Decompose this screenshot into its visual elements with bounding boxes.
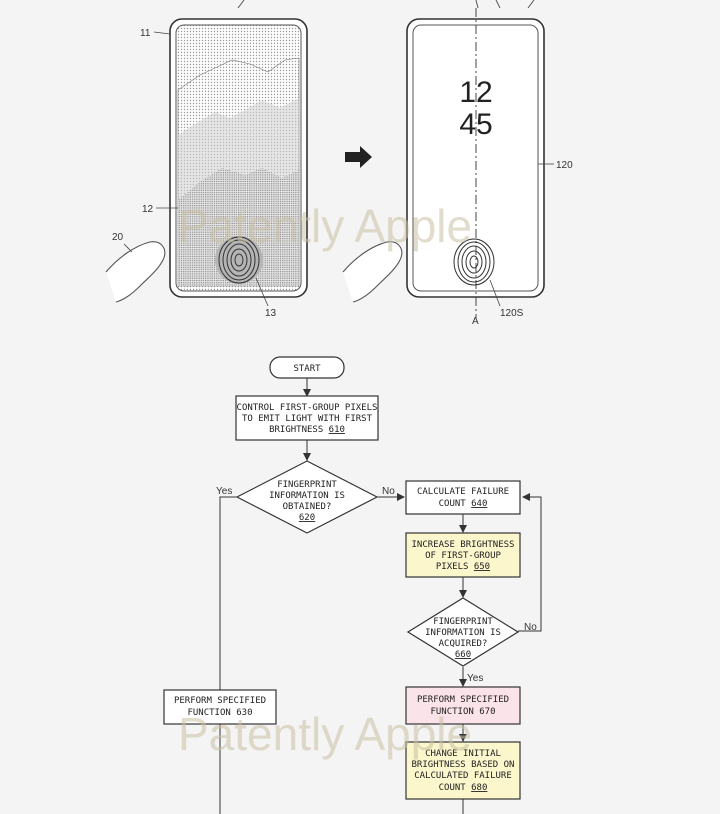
ref-660: 660 <box>455 650 471 660</box>
ref-610: 610 <box>329 425 345 435</box>
ref-640: 640 <box>471 499 487 509</box>
fingerprint-icon-right <box>453 238 495 286</box>
clock-hour: 12 <box>459 76 492 109</box>
top-leader-lines <box>237 0 535 9</box>
decision-620-line-2: INFORMATION IS <box>269 491 345 501</box>
decision-620-line-1: FINGERPRINT <box>277 480 337 490</box>
ref-670: 670 <box>479 707 495 717</box>
finger-right <box>342 241 403 303</box>
wallpaper-mountain-front <box>178 168 299 286</box>
step-640-line-1: CALCULATE FAILURE <box>417 487 509 497</box>
label-no-620: No <box>382 486 395 497</box>
step-630-line-1: PERFORM SPECIFIED <box>174 696 266 706</box>
fingerprint-icon-left <box>215 236 263 284</box>
step-630-box: PERFORM SPECIFIED FUNCTION 630 <box>163 689 277 725</box>
ref-120: 120 <box>556 160 573 171</box>
step-640-box: CALCULATE FAILURE COUNT 640 <box>405 480 521 515</box>
step-630-line-2: FUNCTION 630 <box>187 708 252 718</box>
left-phone <box>169 18 308 298</box>
decision-660-line-1: FINGERPRINT <box>433 617 493 627</box>
ref-650: 650 <box>474 562 490 572</box>
right-phone-refs: 120 120S A <box>472 160 573 327</box>
decision-620: FINGERPRINT INFORMATION IS OBTAINED? 620 <box>235 460 379 534</box>
step-680-line-4: COUNT 680 <box>439 783 488 793</box>
step-680-line-3: CALCULATED FAILURE <box>414 771 512 781</box>
decision-660-line-3: ACQUIRED? <box>439 639 488 649</box>
finger-left <box>105 241 166 303</box>
ref-620: 620 <box>299 513 315 523</box>
step-670-box: PERFORM SPECIFIED FUNCTION 670 <box>405 686 521 725</box>
step-670-line-2: FUNCTION 670 <box>430 707 495 717</box>
step-650-line-2: OF FIRST-GROUP <box>425 551 501 561</box>
step-650-box: INCREASE BRIGHTNESS OF FIRST-GROUP PIXEL… <box>405 532 521 578</box>
start-terminal: START <box>269 356 345 379</box>
label-yes-620: Yes <box>216 486 232 497</box>
ref-a: A <box>472 316 479 327</box>
ref-12: 12 <box>142 204 154 215</box>
transition-arrow-icon <box>345 146 372 168</box>
ref-11: 11 <box>140 28 151 39</box>
ref-120s: 120S <box>500 308 524 319</box>
label-yes-660: Yes <box>467 673 483 684</box>
decision-660: FINGERPRINT INFORMATION IS ACQUIRED? 660 <box>406 597 520 667</box>
watermark-bottom: Patently Apple <box>178 708 472 760</box>
step-680-line-2: BRIGHTNESS BASED ON <box>412 760 515 770</box>
step-610-line-1: CONTROL FIRST-GROUP PIXELS <box>237 403 378 413</box>
start-label: START <box>293 364 321 374</box>
step-650-line-3: PIXELS 650 <box>436 562 490 572</box>
right-phone: 12 45 <box>406 8 545 318</box>
ref-630: 630 <box>236 708 252 718</box>
left-phone-refs: 11 12 13 20 <box>112 28 277 319</box>
clock-minute: 45 <box>459 108 492 141</box>
ref-680: 680 <box>471 783 487 793</box>
step-670-line-1: PERFORM SPECIFIED <box>417 695 509 705</box>
step-650-line-1: INCREASE BRIGHTNESS <box>412 540 515 550</box>
decision-660-line-2: INFORMATION IS <box>425 628 501 638</box>
ref-13: 13 <box>265 308 277 319</box>
watermark-top: Patently Apple <box>178 200 472 252</box>
step-610-box: CONTROL FIRST-GROUP PIXELS TO EMIT LIGHT… <box>235 395 379 441</box>
flowchart <box>219 378 542 814</box>
step-680-line-1: CHANGE INITIAL <box>425 749 501 759</box>
step-680-box: CHANGE INITIAL BRIGHTNESS BASED ON CALCU… <box>405 741 521 800</box>
label-no-660: No <box>524 622 537 633</box>
step-610-line-2: TO EMIT LIGHT WITH FIRST <box>242 414 373 424</box>
ref-20: 20 <box>112 232 124 243</box>
step-610-line-3: BRIGHTNESS 610 <box>269 425 345 435</box>
step-640-line-2: COUNT 640 <box>439 499 488 509</box>
decision-620-line-3: OBTAINED? <box>283 502 332 512</box>
